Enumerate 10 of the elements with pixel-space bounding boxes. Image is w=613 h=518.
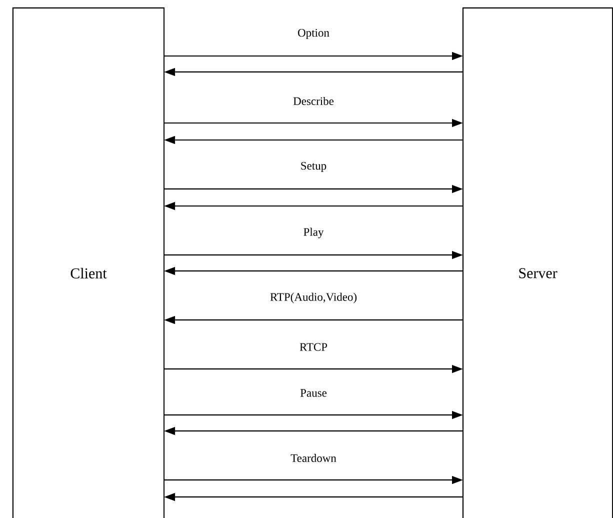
- edge-label: RTCP: [298, 342, 329, 352]
- edge-label: Describe: [292, 96, 335, 106]
- entity-box: Client: [12, 7, 165, 518]
- edge-label: RTP(Audio,Video): [268, 292, 358, 304]
- edge-label: Setup: [299, 160, 328, 174]
- edge-label: Teardown: [290, 452, 338, 464]
- edge-label: Play: [302, 226, 325, 240]
- edge-label: Option: [296, 28, 330, 40]
- edge-label: Pause: [299, 388, 328, 398]
- entity-box: Server: [462, 7, 613, 518]
